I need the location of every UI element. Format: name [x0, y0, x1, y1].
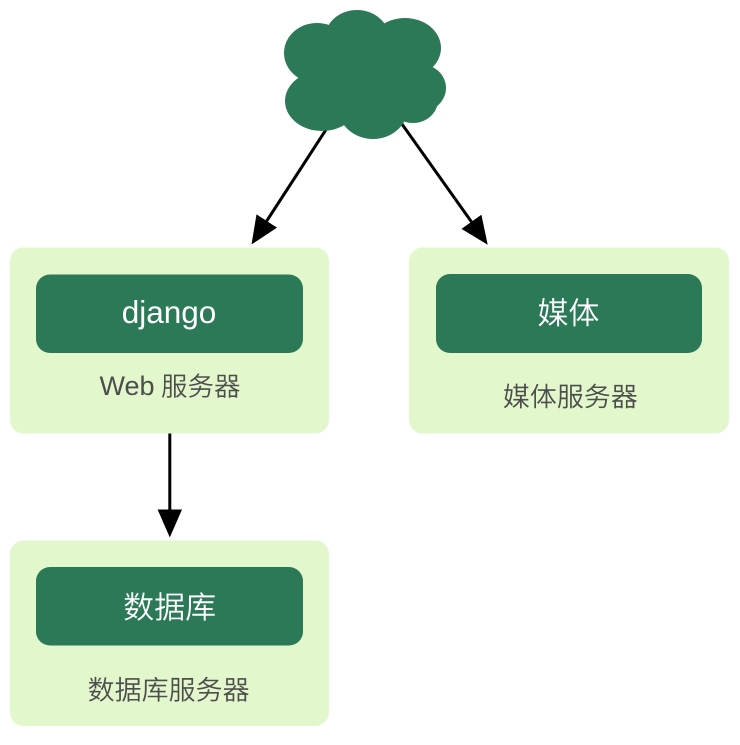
svg-text:Web: Web	[100, 371, 155, 401]
svg-text:django: django	[122, 294, 217, 330]
